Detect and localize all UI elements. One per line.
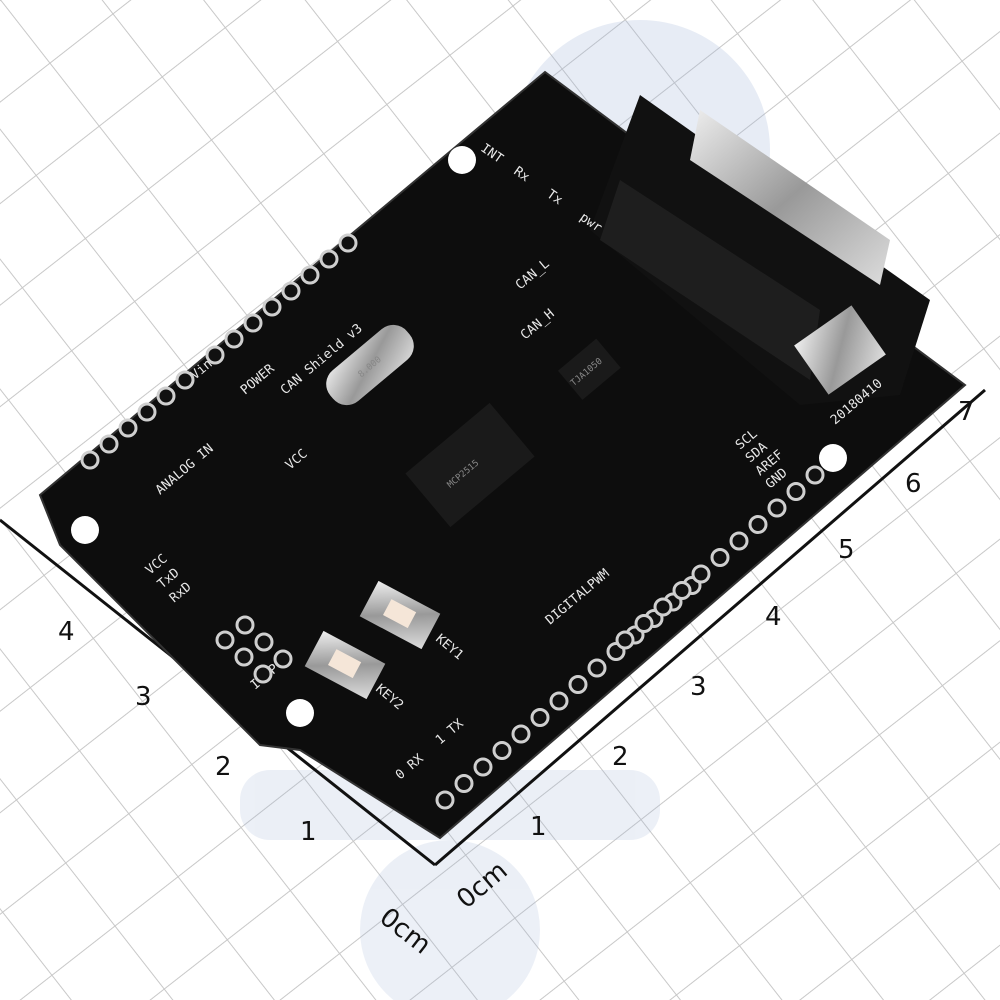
- power-pin-pad: [262, 297, 282, 317]
- digital-pin-pad: [653, 597, 673, 617]
- ruler-tick-1: 1: [530, 812, 547, 842]
- ruler-tick-5: 5: [838, 535, 855, 565]
- icsp-pin-pad: [234, 647, 254, 667]
- icsp-pin-pad: [254, 632, 274, 652]
- icsp-pin-pad: [253, 664, 273, 684]
- digital-pin-pad: [710, 548, 730, 567]
- db9-connector: [590, 95, 930, 405]
- pin-headers: [80, 233, 825, 810]
- power-pin-pad: [281, 281, 301, 301]
- analog-pin-pad: [99, 434, 119, 454]
- digital-pin-pad: [634, 614, 654, 633]
- silk-led-rx: Rx: [511, 164, 533, 185]
- mount-hole: [819, 444, 847, 472]
- digital-pin-pad: [511, 724, 531, 744]
- digital-pin-pad: [767, 498, 787, 518]
- digital-pin-pad: [729, 531, 749, 551]
- ruler-tick-7: 7: [958, 397, 975, 427]
- silk-led-tx: Tx: [544, 187, 566, 208]
- crystal: 8.000: [326, 324, 414, 406]
- digital-pin-pad: [805, 465, 825, 485]
- digital-pin-pad: [454, 774, 474, 793]
- power-pin-pad: [319, 249, 339, 269]
- analog-pin-pad: [137, 402, 157, 422]
- digital-pin-pad: [748, 515, 768, 534]
- analog-pin-pad: [175, 370, 195, 390]
- mount-hole: [448, 146, 476, 174]
- mcp2515-chip: MCP2515: [405, 402, 535, 528]
- power-pin-pad: [205, 345, 225, 365]
- digital-pin-pad: [473, 757, 493, 777]
- power-pin-pad: [300, 265, 320, 285]
- analog-pin-pad: [118, 418, 138, 438]
- mount-hole: [286, 699, 314, 727]
- analog-pin-pad: [80, 450, 100, 470]
- digital-pin-pad: [435, 790, 455, 810]
- icsp-pin-pad: [215, 630, 235, 650]
- analog-pin-pad: [156, 386, 176, 406]
- digital-pin-pad: [672, 581, 692, 600]
- digital-pin-pad: [568, 675, 588, 694]
- ruler-tick-6: 6: [905, 469, 922, 499]
- ruler-tick-3: 3: [690, 672, 707, 702]
- tja1050-chip: TJA1050: [557, 338, 621, 400]
- digital-pin-pad: [587, 658, 607, 678]
- ruler-tick-4: 4: [58, 617, 75, 647]
- ruler-tick-2: 2: [215, 752, 232, 782]
- ruler-tick-2: 2: [612, 742, 629, 772]
- power-pin-pad: [243, 313, 263, 333]
- digital-pin-pad: [691, 564, 711, 584]
- power-pin-pad: [338, 233, 358, 253]
- key1-button[interactable]: [359, 580, 441, 650]
- digital-pin-pad: [492, 741, 512, 760]
- power-pin-pad: [224, 329, 244, 349]
- digital-pin-pad: [530, 708, 550, 727]
- key2-button[interactable]: [304, 630, 386, 700]
- digital-pin-pad: [615, 630, 635, 650]
- ruler-tick-3: 3: [135, 682, 152, 712]
- digital-pin-pad: [786, 482, 806, 501]
- digital-pin-pad: [549, 691, 569, 711]
- icsp-pin-pad: [273, 649, 293, 669]
- icsp-pin-pad: [235, 615, 255, 635]
- ruler-tick-1: 1: [300, 817, 317, 847]
- can-shield-board: MCP2515 TJA1050 8.000 INT Rx Tx pwr CAN …: [38, 70, 967, 840]
- ruler-tick-4: 4: [765, 602, 782, 632]
- mount-hole: [71, 516, 99, 544]
